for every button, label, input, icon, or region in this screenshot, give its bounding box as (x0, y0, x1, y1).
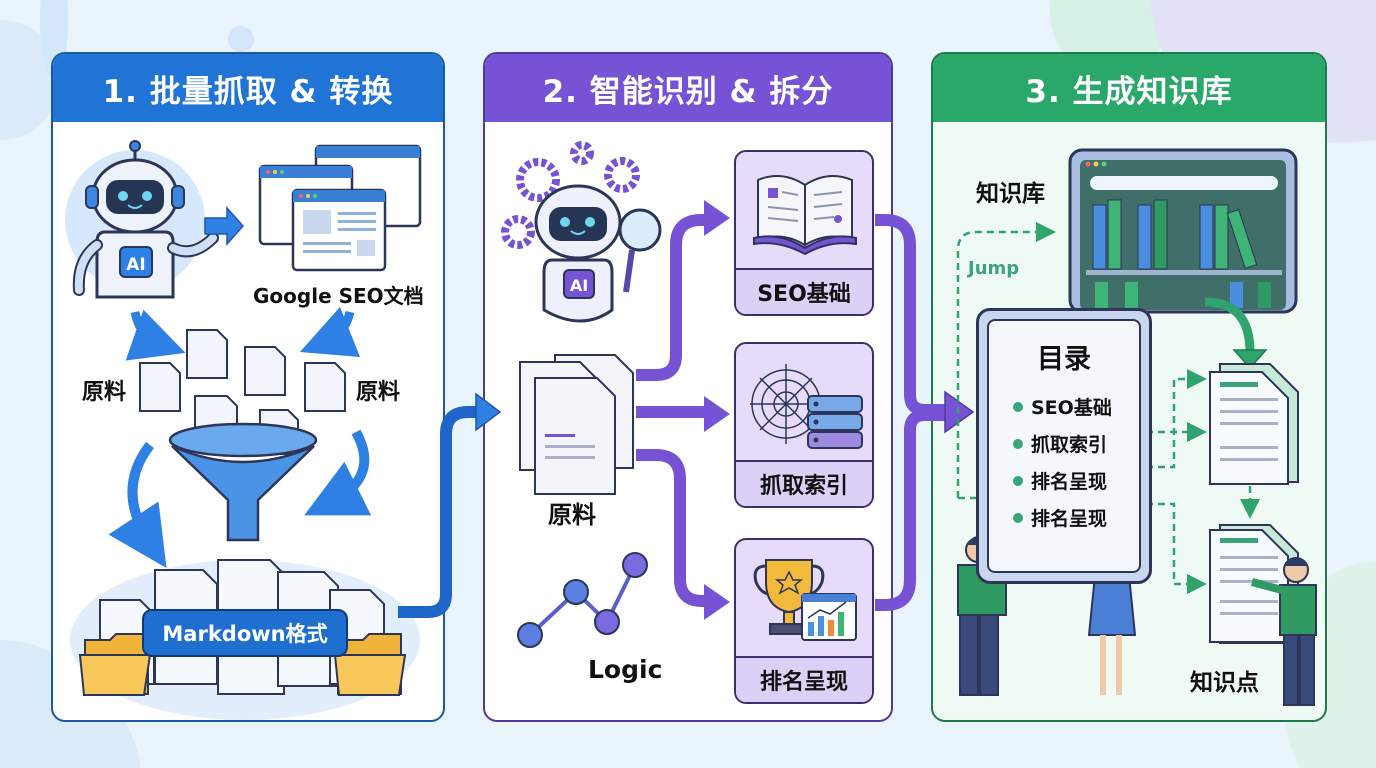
flow-arrowhead (704, 396, 730, 432)
markdown-format-badge: Markdown格式 (142, 609, 348, 657)
funnel-icon (168, 422, 318, 542)
jump-dashed-arrow (956, 222, 1056, 498)
category-label: 抓取索引 (736, 460, 872, 506)
step1-robot-badge: AI (126, 255, 145, 275)
category-card-crawl-index: 抓取索引 (734, 342, 874, 508)
curved-arrow-icon (304, 429, 372, 516)
step2-title: 2. 智能识别 & 拆分 (542, 73, 834, 110)
knowledge-point-label: 知识点 (1190, 670, 1259, 696)
folder-icon (78, 633, 407, 696)
flow-arrowhead (475, 392, 502, 432)
split-arrows (636, 214, 712, 607)
step1-title: 1. 批量抓取 & 转换 (102, 73, 394, 110)
toc-item-label: 排名呈现 (1031, 471, 1108, 493)
category-card-seo-basics: SEO基础 (734, 150, 874, 316)
bullet-icon (1013, 401, 1023, 412)
magnifier-icon (618, 208, 662, 252)
curved-arrow-icon (108, 441, 167, 569)
browser-window-icon (258, 144, 422, 272)
step2-raw-label: 原料 (548, 501, 596, 529)
step1-header: 1. 批量抓取 & 转换 (53, 54, 443, 122)
analyzer-robot-icon (534, 184, 662, 323)
search-bar (1090, 176, 1278, 190)
toc-item: 排名呈现 (1013, 504, 1107, 531)
spider-web-server-icon (750, 364, 863, 449)
toc-item-label: 抓取索引 (1031, 434, 1108, 456)
gear-icon (501, 141, 640, 249)
raw-document-stack-icon (519, 354, 634, 495)
green-arrowhead (1232, 349, 1268, 370)
merge-arrows (875, 214, 945, 611)
person-icon (1250, 557, 1317, 706)
raw-material-left-label: 原料 (82, 380, 127, 405)
category-label: SEO基础 (736, 268, 872, 314)
toc-item: SEO基础 (1013, 393, 1112, 420)
robot-icon (72, 140, 219, 299)
jump-label: Jump (968, 258, 1020, 279)
flow-arrowhead (704, 200, 730, 236)
table-of-contents-board: 目录 SEO基础 抓取索引 排名呈现 排名呈现 (976, 308, 1152, 584)
toc-item-label: 排名呈现 (1031, 508, 1108, 530)
bullet-icon (1013, 475, 1023, 486)
toc-item-label: SEO基础 (1031, 397, 1112, 419)
logic-label: Logic (588, 655, 663, 684)
step3-title: 3. 生成知识库 (1025, 73, 1233, 110)
step2-robot-badge: AI (570, 276, 588, 295)
google-seo-docs-label: Google SEO文档 (253, 284, 424, 308)
knowledge-base-label: 知识库 (976, 181, 1045, 207)
toc-board-inner: 目录 SEO基础 抓取索引 排名呈现 排名呈现 (987, 319, 1141, 573)
background-decoration (228, 26, 254, 52)
logic-graph-icon (517, 552, 648, 648)
category-label: 排名呈现 (736, 656, 872, 702)
bullet-icon (1013, 512, 1023, 523)
open-book-icon (753, 175, 857, 256)
toc-title: 目录 (1037, 344, 1091, 375)
step3-header: 3. 生成知识库 (933, 54, 1325, 122)
raw-material-right-label: 原料 (356, 380, 401, 405)
bullet-icon (1013, 438, 1023, 449)
curved-arrow-icon (125, 309, 186, 361)
step2-header: 2. 智能识别 & 拆分 (485, 54, 891, 122)
curved-arrow-icon (299, 306, 361, 358)
library-monitor-icon (1068, 148, 1298, 314)
trophy-chart-icon (753, 559, 857, 641)
flow-arrowhead (704, 584, 730, 620)
category-card-ranking: 排名呈现 (734, 538, 874, 704)
green-arrow-icon (1204, 297, 1255, 353)
flow-arrow-1-to-2 (398, 406, 478, 618)
toc-item: 排名呈现 (1013, 467, 1107, 494)
toc-item: 抓取索引 (1013, 430, 1107, 457)
right-arrow-icon (204, 206, 245, 246)
